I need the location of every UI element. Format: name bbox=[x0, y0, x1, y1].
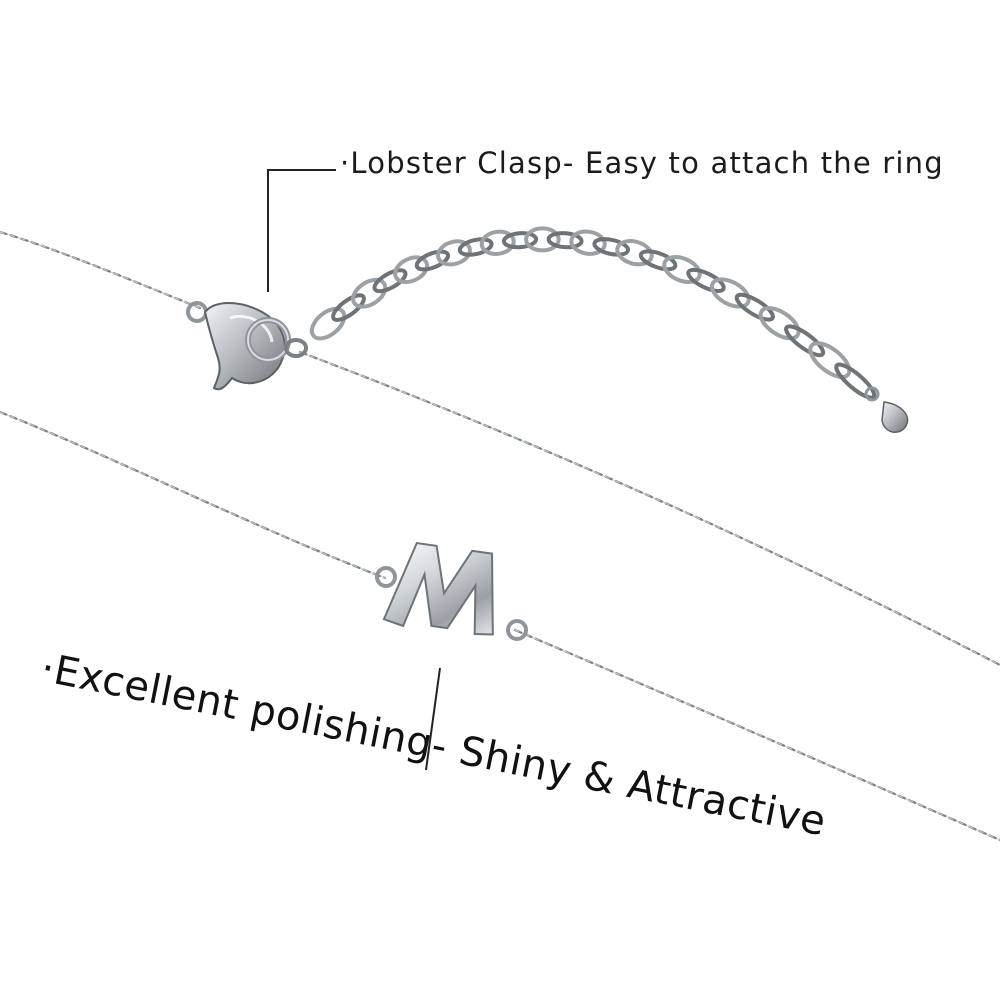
leader-line-clasp bbox=[267, 169, 336, 292]
extender-link bbox=[662, 255, 702, 284]
extender-link bbox=[436, 239, 472, 267]
extender-link bbox=[569, 229, 607, 256]
extender-link bbox=[709, 277, 751, 309]
extender-link bbox=[784, 324, 826, 358]
extender-link bbox=[686, 267, 726, 293]
extender-link bbox=[834, 362, 877, 400]
letter-m-pendant: M bbox=[375, 541, 528, 641]
extender-link bbox=[479, 229, 516, 256]
extender-link bbox=[592, 237, 630, 257]
extender-link bbox=[524, 226, 561, 253]
extender-link bbox=[351, 277, 388, 309]
necklace-chain bbox=[0, 230, 1000, 842]
chain-strand-upper-left bbox=[0, 230, 202, 310]
lobster-clasp bbox=[186, 301, 308, 391]
extender-link bbox=[638, 249, 678, 272]
callout-clasp: ·Lobster Clasp- Easy to attach the ring bbox=[340, 146, 944, 180]
extender-link bbox=[393, 255, 430, 285]
extender-link bbox=[734, 292, 775, 322]
extender-link bbox=[331, 293, 366, 322]
extender-chain bbox=[309, 226, 877, 400]
extender-link bbox=[615, 239, 654, 267]
extender-link bbox=[457, 237, 494, 257]
leader-line-pendant bbox=[425, 667, 441, 771]
extender-link bbox=[372, 268, 408, 294]
extender-drop-end bbox=[864, 386, 909, 433]
chain-strand-lower-left bbox=[0, 410, 387, 580]
extender-link bbox=[758, 306, 801, 341]
pendant-shape bbox=[382, 541, 494, 636]
extender-link bbox=[309, 306, 347, 341]
extender-link bbox=[414, 249, 451, 272]
extender-link bbox=[546, 231, 584, 250]
extender-link bbox=[501, 231, 539, 250]
extender-link bbox=[808, 341, 852, 379]
leader-lines bbox=[267, 169, 441, 771]
